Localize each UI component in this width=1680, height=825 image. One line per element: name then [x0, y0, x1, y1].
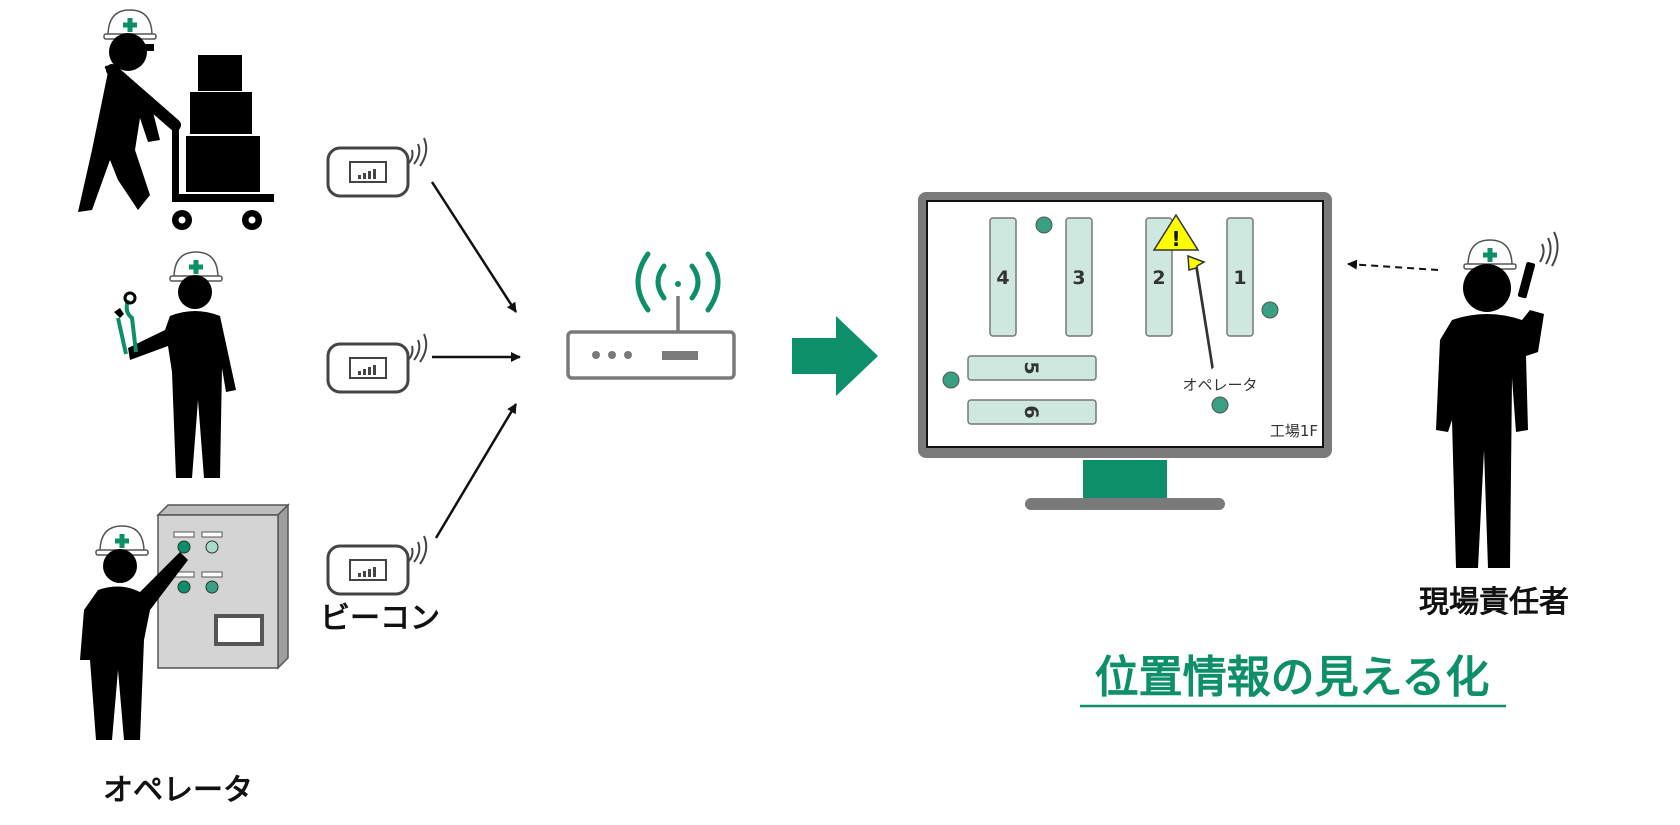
manager-with-phone-icon: [1436, 231, 1559, 568]
shelf-label: 5: [1020, 361, 1042, 374]
control-panel-icon: [156, 503, 290, 670]
shelf-5: [967, 355, 1097, 381]
shelf-label: 2: [1152, 267, 1165, 289]
shelf-3: [1065, 217, 1093, 337]
operator-path-arrow: [1187, 254, 1214, 370]
beacon-dot: [1211, 396, 1229, 414]
beacon-dot: [1261, 301, 1279, 319]
shelf-label: 3: [1072, 267, 1085, 289]
wifi-router-icon: [566, 251, 736, 380]
manager-label: 現場責任者: [1419, 585, 1569, 620]
warning-symbol: !: [1171, 227, 1180, 251]
worker-with-tools-icon: [114, 251, 236, 478]
shelf-4: [989, 217, 1017, 337]
warning-triangle-icon: !: [1152, 213, 1200, 251]
operator-marker-label: オペレータ: [1182, 376, 1257, 394]
view-arrow: [1347, 259, 1439, 271]
shelf-label: 6: [1020, 405, 1042, 418]
shelf-label: 4: [996, 267, 1009, 289]
shelf-label: 1: [1233, 267, 1246, 289]
factory-map: 4 3 2 1 5 6 ! オペレータ 工場1F: [942, 213, 1318, 440]
beacon-dot: [942, 371, 960, 389]
worker-with-cart-icon: [78, 9, 274, 230]
beacon-icon: [326, 534, 428, 596]
beacon-icon: [326, 136, 428, 198]
signal-arrow: [430, 181, 518, 313]
worker-at-control-panel-icon: [80, 503, 290, 740]
page-title: 位置情報の見える化: [1095, 652, 1490, 703]
monitor-icon: [918, 192, 1332, 510]
shelf-1: [1226, 217, 1254, 337]
beacon-dot: [1035, 216, 1053, 234]
signal-arrow: [434, 403, 518, 539]
floor-label: 工場1F: [1270, 422, 1318, 440]
arrow-right-icon: [792, 316, 878, 396]
shelf-6: [967, 399, 1097, 425]
operator-label: オペレータ: [103, 773, 253, 808]
beacon-icon: [326, 332, 428, 394]
beacon-label: ビーコン: [320, 601, 440, 636]
